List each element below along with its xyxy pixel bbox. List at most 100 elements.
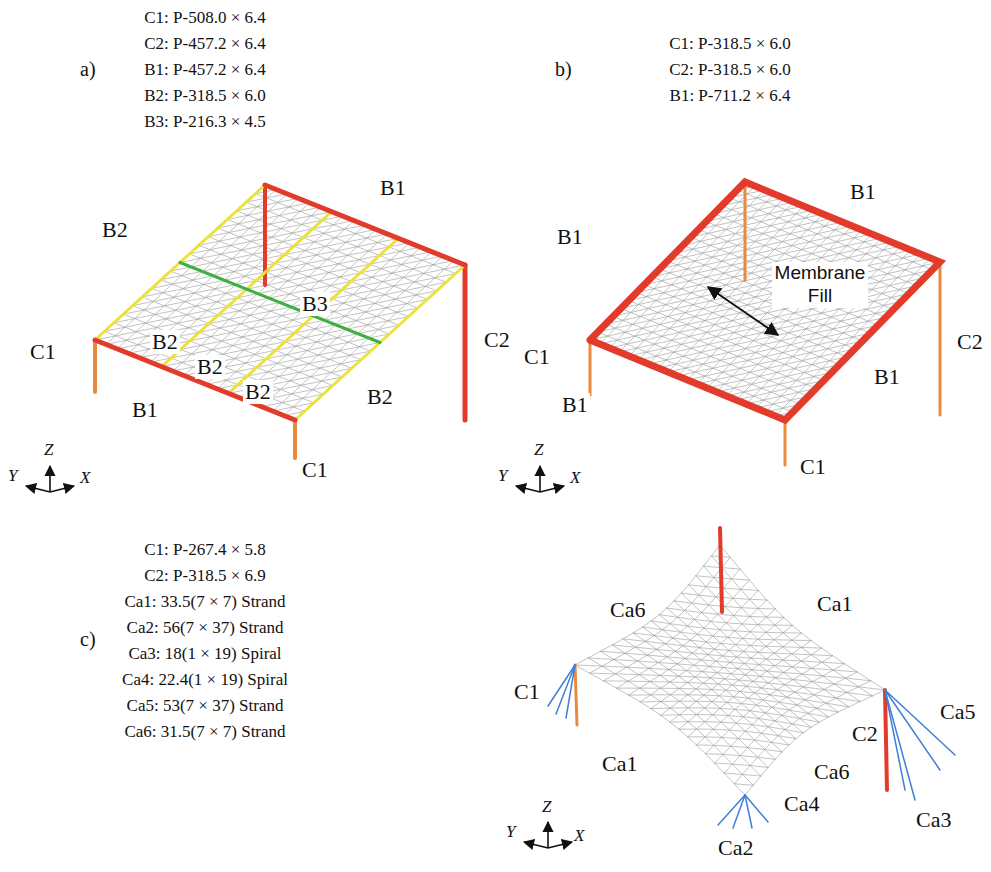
mesh-line <box>601 651 858 672</box>
section-spec: Ca4: 22.4(1 × 19) Spiral <box>122 670 288 690</box>
section-spec: B1: P-711.2 × 6.4 <box>670 86 791 106</box>
mesh-line <box>228 238 398 393</box>
column-group <box>575 665 577 725</box>
axis-label: Y <box>498 466 507 486</box>
member-label: Ca3 <box>914 808 953 832</box>
mesh-line <box>679 729 796 739</box>
member-label: B1 <box>130 398 160 422</box>
mesh-line <box>688 341 863 380</box>
axis-label: Y <box>506 822 515 842</box>
beam-group <box>180 263 380 343</box>
mesh-line <box>724 672 857 773</box>
member-label: Ca5 <box>938 700 977 724</box>
axis-arrow <box>516 486 540 492</box>
member-label: B1 <box>378 176 408 200</box>
mesh-line <box>619 286 917 352</box>
mesh-line <box>603 681 860 702</box>
member-label: C2 <box>955 330 985 354</box>
section-spec: C2: P-457.2 × 6.4 <box>144 34 266 54</box>
column-group <box>720 528 887 790</box>
axis-label: Z <box>542 797 551 817</box>
column <box>885 690 887 790</box>
member-label: B1 <box>848 180 878 204</box>
mesh-line <box>678 333 871 376</box>
mesh-line <box>649 309 894 364</box>
column-group <box>590 182 940 465</box>
mesh-line <box>123 314 323 394</box>
mesh-line <box>707 357 847 388</box>
mesh-line <box>674 601 775 609</box>
member-label: C2 <box>850 722 880 746</box>
membrane-label: Membrane Fill <box>772 262 868 308</box>
beam <box>95 340 295 420</box>
mesh-line <box>218 207 321 228</box>
section-spec: Ca1: 33.5(7 × 7) Strand <box>124 592 285 612</box>
axis-triad <box>26 466 74 492</box>
panel-letter: c) <box>80 628 96 651</box>
cable <box>885 690 915 800</box>
member-label: C1 <box>512 680 542 704</box>
cable <box>566 665 575 718</box>
member-label: C1 <box>28 340 58 364</box>
beam-group <box>95 185 465 420</box>
member-label: B2 <box>195 355 225 379</box>
mesh-line <box>720 545 885 690</box>
mesh-line <box>711 556 872 696</box>
column-group <box>265 185 266 285</box>
mesh-line <box>208 212 331 237</box>
mesh-line <box>715 664 845 763</box>
member-label: B2 <box>100 218 130 242</box>
member-label: C1 <box>522 345 552 369</box>
mesh-line <box>237 198 299 211</box>
cable <box>718 795 745 825</box>
column <box>463 265 468 420</box>
column <box>589 340 592 395</box>
section-spec: Ca5: 53(7 × 37) Strand <box>127 696 284 716</box>
column-group <box>465 265 466 420</box>
mesh-line <box>206 351 370 384</box>
mesh-line <box>683 214 823 245</box>
mesh-line <box>180 263 380 343</box>
mesh-line <box>613 250 911 316</box>
mesh-line <box>95 340 295 420</box>
axis-arrow <box>548 842 572 848</box>
mesh-line <box>688 737 789 745</box>
axis-label: Z <box>44 440 53 460</box>
section-spec: B2: P-318.5 × 6.0 <box>144 86 266 106</box>
mesh-line <box>703 566 860 701</box>
member-label: Ca2 <box>716 836 755 860</box>
mesh-line <box>265 185 465 265</box>
member-label: B1 <box>555 225 585 249</box>
mesh-line <box>643 627 812 641</box>
column <box>939 262 942 415</box>
section-spec: B1: P-457.2 × 6.4 <box>144 60 266 80</box>
mesh-line <box>151 308 418 362</box>
axis-label: X <box>570 468 580 488</box>
mesh-line <box>651 708 820 722</box>
mesh-line <box>670 722 803 733</box>
mesh-line <box>189 221 353 254</box>
beam-group <box>95 185 465 420</box>
beam <box>228 238 398 393</box>
mesh-line <box>688 641 812 737</box>
section-spec: C1: P-318.5 × 6.0 <box>669 34 791 54</box>
section-spec: C2: P-318.5 × 6.9 <box>144 566 266 586</box>
axis-arrow <box>539 466 541 492</box>
column <box>575 665 577 725</box>
mesh-line <box>227 203 309 220</box>
mesh-line <box>590 262 940 340</box>
column <box>93 340 97 392</box>
mesh-line <box>705 656 832 754</box>
axis-arrow <box>540 486 564 492</box>
axis-label: Z <box>534 440 543 460</box>
beam <box>265 185 465 265</box>
section-spec: C1: P-508.0 × 6.4 <box>144 8 266 28</box>
axis-arrow <box>547 822 549 848</box>
section-spec: C1: P-267.4 × 5.8 <box>144 540 266 560</box>
cable-group <box>548 665 955 828</box>
axis-label: Y <box>8 466 17 486</box>
cable <box>556 665 575 714</box>
mesh-line <box>217 234 387 389</box>
mesh-line <box>681 593 828 717</box>
